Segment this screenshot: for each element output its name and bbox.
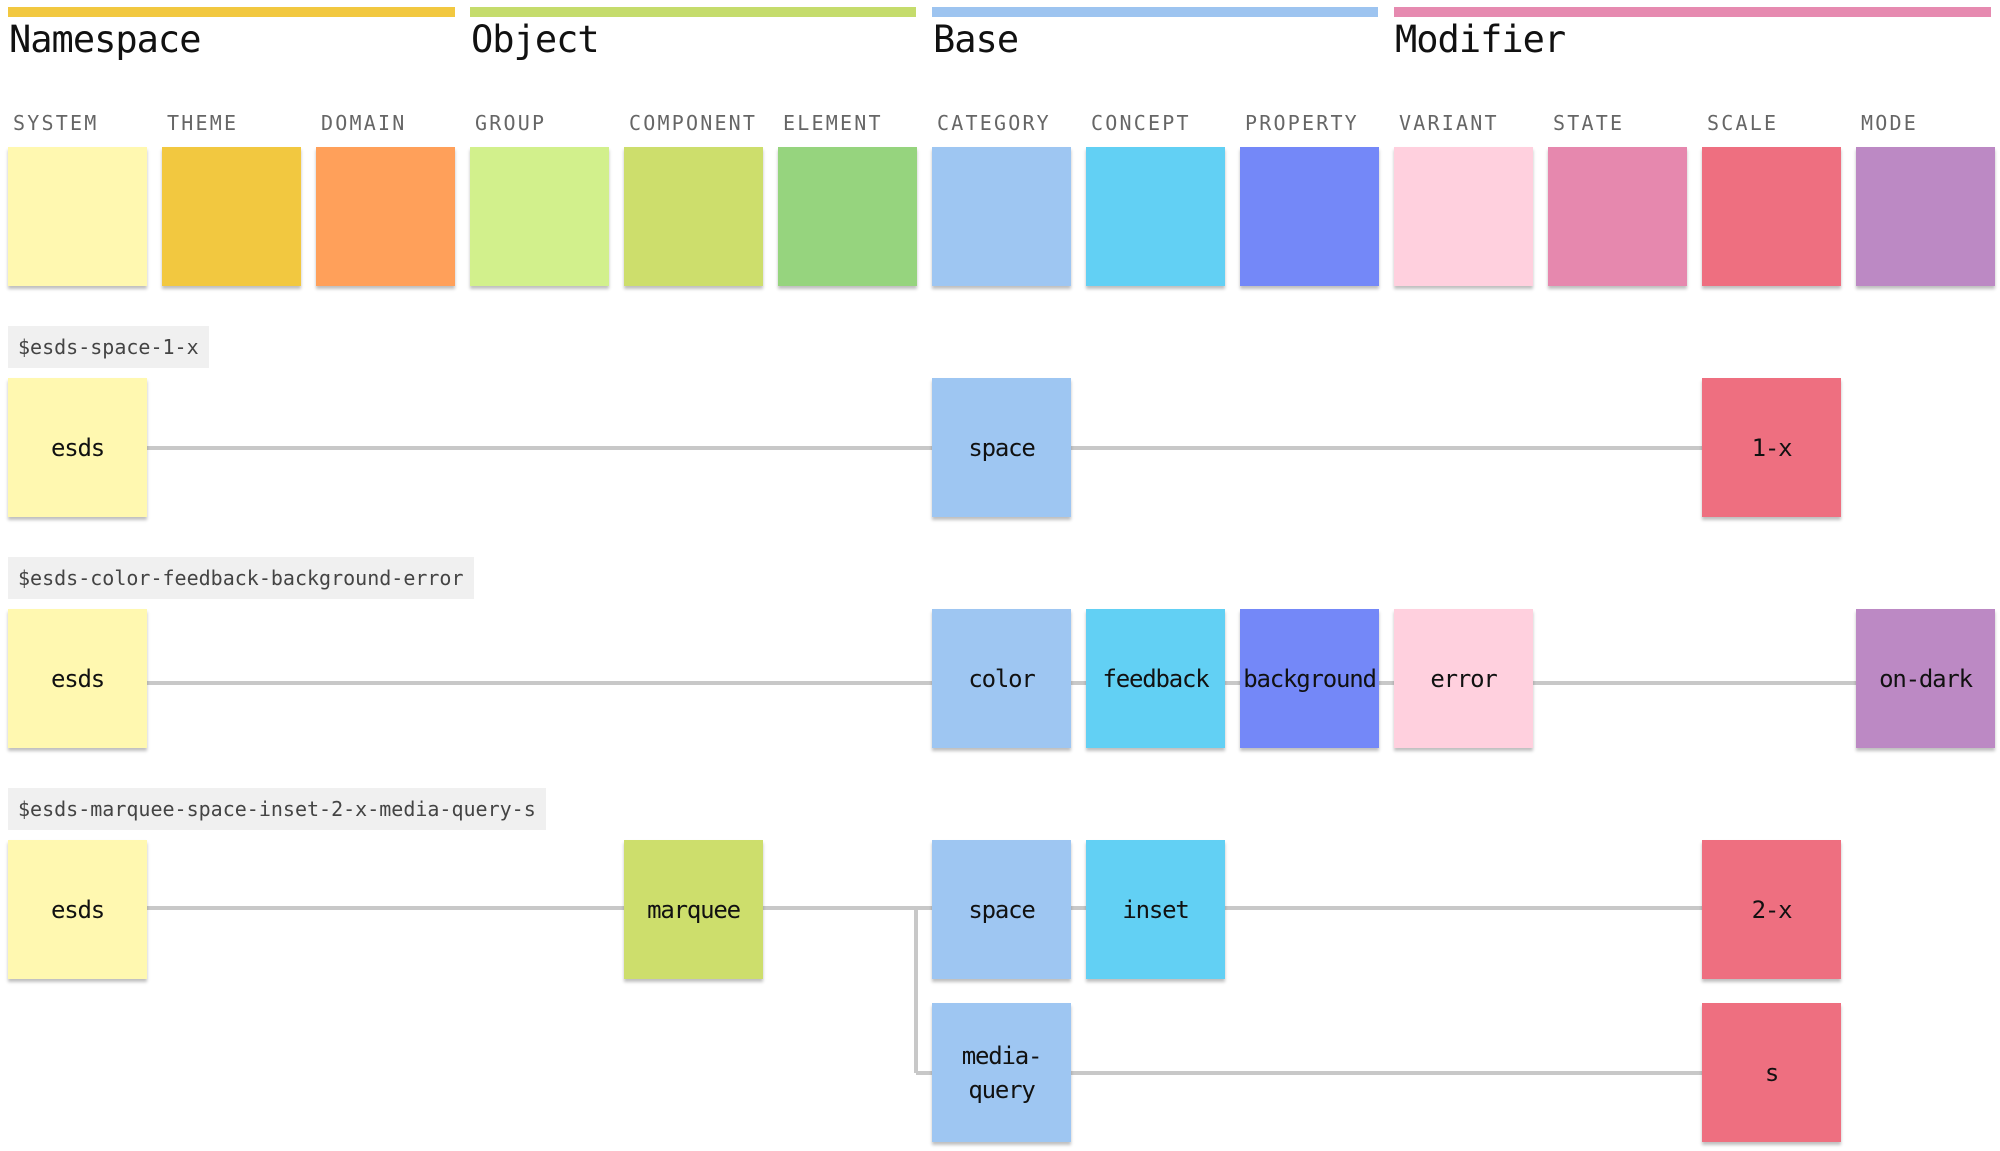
- group-bar-modifier: [1394, 7, 1991, 17]
- token-part-system: esds: [8, 840, 147, 979]
- token-part-text: error: [1430, 664, 1497, 693]
- category-swatch-component: [624, 147, 763, 286]
- category-swatch-element: [778, 147, 917, 286]
- category-swatch-property: [1240, 147, 1379, 286]
- token-part-property: background: [1240, 609, 1379, 748]
- category-swatch-concept: [1086, 147, 1225, 286]
- category-swatch-scale: [1702, 147, 1841, 286]
- category-label-group: GROUP: [475, 111, 547, 135]
- token-name-label: $esds-space-1-x: [8, 326, 209, 368]
- connector-line: [147, 446, 1702, 450]
- token-part-variant: error: [1394, 609, 1533, 748]
- category-swatch-system: [8, 147, 147, 286]
- category-label-domain: DOMAIN: [321, 111, 407, 135]
- group-title-base: Base: [933, 18, 1019, 61]
- token-name-label: $esds-color-feedback-background-error: [8, 557, 474, 599]
- category-swatch-domain: [316, 147, 455, 286]
- token-part-text: esds: [51, 895, 105, 924]
- token-part-text: esds: [51, 433, 105, 462]
- category-swatch-mode: [1856, 147, 1995, 286]
- group-title-object: Object: [471, 18, 600, 61]
- category-label-theme: THEME: [167, 111, 239, 135]
- token-part-category: space: [932, 378, 1071, 517]
- category-swatch-state: [1548, 147, 1687, 286]
- token-part-concept: inset: [1086, 840, 1225, 979]
- connector-line: [916, 1071, 1702, 1075]
- token-part-text: color: [968, 664, 1035, 693]
- category-label-concept: CONCEPT: [1091, 111, 1191, 135]
- connector-line: [914, 908, 918, 1073]
- category-label-system: SYSTEM: [13, 111, 99, 135]
- token-part-component: marquee: [624, 840, 763, 979]
- token-part-text: space: [968, 895, 1035, 924]
- category-label-component: COMPONENT: [629, 111, 758, 135]
- category-swatch-theme: [162, 147, 301, 286]
- category-label-mode: MODE: [1861, 111, 1918, 135]
- category-label-variant: VARIANT: [1399, 111, 1499, 135]
- token-part-scale: 2-x: [1702, 840, 1841, 979]
- group-title-namespace: Namespace: [9, 18, 201, 61]
- group-bar-object: [470, 7, 916, 17]
- category-label-property: PROPERTY: [1245, 111, 1359, 135]
- token-part-mode: on-dark: [1856, 609, 1995, 748]
- token-part-category: space: [932, 840, 1071, 979]
- token-part-text: 1-x: [1751, 433, 1793, 462]
- category-label-category: CATEGORY: [937, 111, 1051, 135]
- token-part-system: esds: [8, 609, 147, 748]
- token-part-text: background: [1243, 664, 1377, 693]
- category-label-state: STATE: [1553, 111, 1625, 135]
- token-part-text: marquee: [647, 895, 741, 924]
- token-part-text: media- query: [961, 1041, 1043, 1104]
- category-label-element: ELEMENT: [783, 111, 883, 135]
- token-part-concept: feedback: [1086, 609, 1225, 748]
- connector-line: [147, 906, 1702, 910]
- category-swatch-group: [470, 147, 609, 286]
- token-part-text: on-dark: [1879, 664, 1973, 693]
- token-part-scale: 1-x: [1702, 378, 1841, 517]
- group-bar-namespace: [8, 7, 455, 17]
- group-bar-base: [932, 7, 1378, 17]
- category-swatch-variant: [1394, 147, 1533, 286]
- token-part-system: esds: [8, 378, 147, 517]
- token-part-text: esds: [51, 664, 105, 693]
- token-part-category: color: [932, 609, 1071, 748]
- token-part-text: 2-x: [1751, 895, 1793, 924]
- group-title-modifier: Modifier: [1395, 18, 1566, 61]
- token-part-scale: s: [1702, 1003, 1841, 1142]
- token-part-text: feedback: [1102, 664, 1210, 693]
- token-part-category: media- query: [932, 1003, 1071, 1142]
- token-part-text: inset: [1122, 895, 1189, 924]
- token-part-text: s: [1764, 1058, 1779, 1087]
- category-swatch-category: [932, 147, 1071, 286]
- token-name-label: $esds-marquee-space-inset-2-x-media-quer…: [8, 788, 546, 830]
- token-part-text: space: [968, 433, 1035, 462]
- category-label-scale: SCALE: [1707, 111, 1779, 135]
